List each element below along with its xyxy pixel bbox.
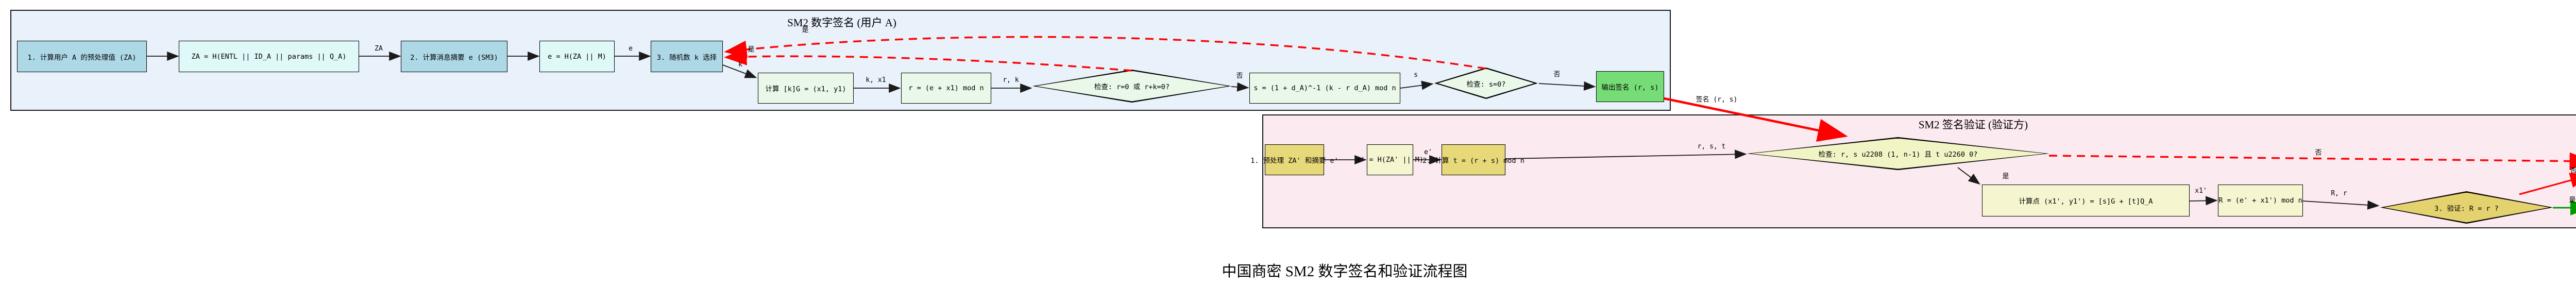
edge-label-no-dashed: 否 bbox=[2315, 149, 2322, 157]
note-r-formula: r = (e + x1) mod n bbox=[901, 73, 991, 104]
edge-label-yes1: 是 bbox=[2002, 173, 2009, 180]
decision-verify-R: 3. 验证: R = r ? bbox=[2380, 191, 2553, 224]
diagram-caption: 中国商密 SM2 数字签名和验证流程图 bbox=[1222, 263, 1468, 280]
edge-label-k: k bbox=[738, 61, 742, 69]
note-kg-formula: 计算 [k]G = (x1, y1) bbox=[758, 73, 854, 104]
node-digest-e: 2. 计算消息摘要 e (SM3) bbox=[401, 41, 507, 72]
edge-label-e2: e' bbox=[1424, 148, 1432, 156]
edge-label-yes2: 是 bbox=[2569, 196, 2576, 204]
node-compute-t: 2. 计算 t = (r + s) mod n bbox=[1422, 144, 1524, 175]
node-random-k: 3. 随机数 k 选择 bbox=[651, 41, 723, 72]
edge-label-yes-s: 是 bbox=[802, 26, 809, 34]
node-precompute-za: 1. 计算用户 A 的预处理值 (ZA) bbox=[17, 41, 147, 72]
cluster-verify-title: SM2 签名验证 (验证方) bbox=[1918, 119, 2028, 131]
node-output-signature: 输出签名 (r, s) bbox=[1596, 71, 1664, 102]
edge-label-e: e bbox=[629, 45, 633, 53]
edge-label-s: s bbox=[1414, 71, 1418, 79]
note-s-formula: s = (1 + d_A)^-1 (k - r d_A) mod n bbox=[1249, 73, 1400, 104]
note-e-formula: e = H(ZA || M) bbox=[539, 41, 615, 72]
node-preprocess-za2: 1. 预处理 ZA' 和摘要 e' bbox=[1250, 144, 1338, 175]
edge-label-kx1: k, x1 bbox=[866, 76, 886, 84]
edge-label-Rr: R, r bbox=[2331, 190, 2347, 197]
cluster-sign-title: SM2 数字签名 (用户 A) bbox=[787, 16, 896, 29]
edge-label-rst: r, s, t bbox=[1697, 143, 1726, 151]
edge-label-x1p: x1' bbox=[2195, 187, 2207, 195]
note-za-formula: ZA = H(ENTL || ID_A || params || Q_A) bbox=[179, 41, 359, 72]
decision-check-rk: 检查: r=0 或 r+k=0? bbox=[1032, 70, 1231, 103]
edge-label-rk: r, k bbox=[1003, 76, 1019, 84]
note-R-formula: R = (e' + x1') mod n bbox=[2218, 185, 2303, 216]
edge-label-no2: 否 bbox=[2570, 167, 2576, 175]
decision-check-rst: 检查: r, s u2208 (1, n-1) 且 t u2260 0? bbox=[1747, 137, 2049, 170]
edge-label-signature: 签名 (r, s) bbox=[1696, 96, 1738, 104]
note-e2-formula: e' = H(ZA' || M) bbox=[1357, 144, 1423, 175]
edge-label-no1: 否 bbox=[1236, 72, 1243, 80]
edge-label-yes-rk: 是 bbox=[748, 46, 755, 54]
edge-label-no2: 否 bbox=[1553, 71, 1561, 78]
note-point-formula: 计算点 (x1', y1') = [s]G + [t]Q_A bbox=[1982, 185, 2190, 216]
edge-label-za: ZA bbox=[375, 45, 383, 53]
decision-check-s: 检查: s=0? bbox=[1434, 68, 1538, 99]
